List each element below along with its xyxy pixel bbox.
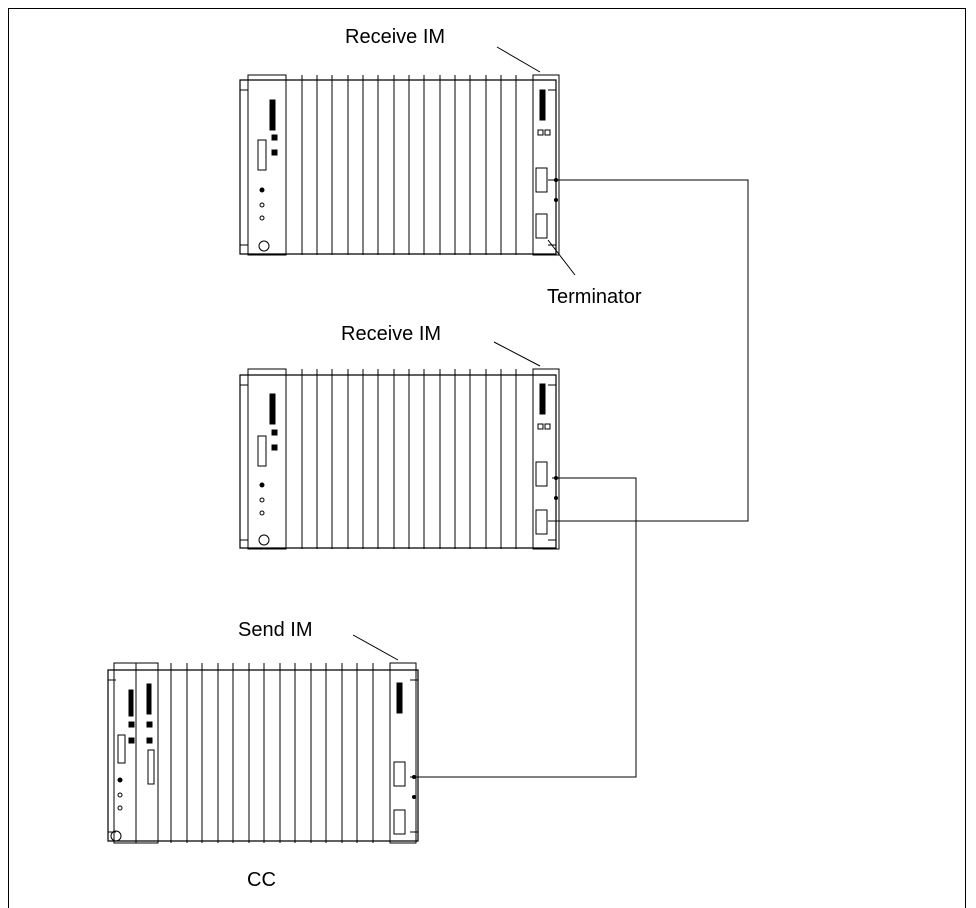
rack-cc xyxy=(107,634,419,844)
cable-middle-to-cc xyxy=(410,477,637,778)
label-receive-im-top: Receive IM xyxy=(345,26,446,48)
label-receive-im-middle: Receive IM xyxy=(341,323,442,345)
rack-receive-im-middle xyxy=(239,341,560,550)
label-cc: CC xyxy=(247,869,276,891)
slot-dividers xyxy=(301,75,517,255)
label-terminator: Terminator xyxy=(547,286,642,308)
label-send-im: Send IM xyxy=(238,619,313,641)
diagram-frame xyxy=(8,8,966,908)
rack-receive-im-top xyxy=(239,46,576,276)
connecting-cables xyxy=(410,179,749,778)
cable-top-to-middle xyxy=(548,179,749,522)
slot-dividers xyxy=(170,663,374,843)
slot-dividers xyxy=(301,369,517,549)
